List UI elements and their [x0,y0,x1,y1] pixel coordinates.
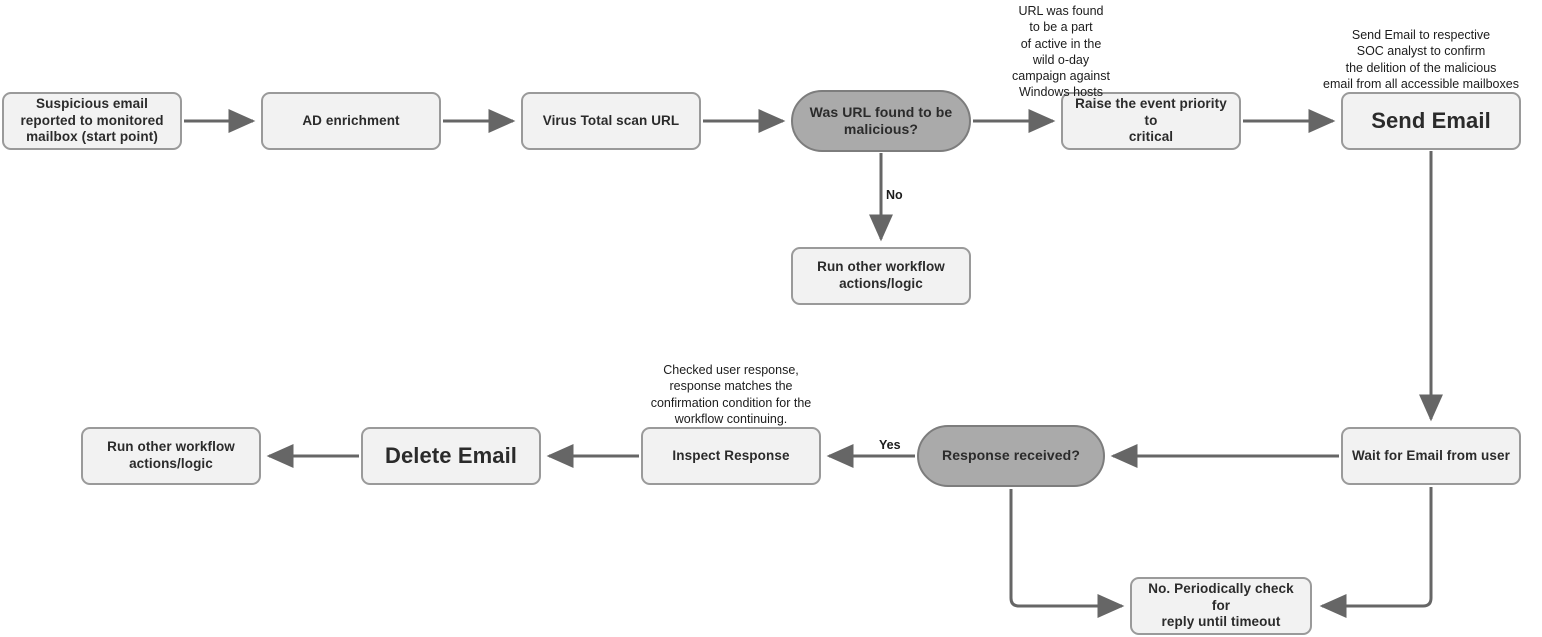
edge-label-yes: Yes [879,438,901,452]
node-decision-url-malicious[interactable]: Was URL found to be malicious? [791,90,971,152]
node-run-other-workflow-top[interactable]: Run other workflow actions/logic [791,247,971,305]
note-checked-user-response: Checked user response, response matches … [650,363,812,426]
node-start[interactable]: Suspicious email reported to monitored m… [2,92,182,150]
node-inspect-response[interactable]: Inspect Response [641,427,821,485]
node-run-other-workflow-bottom[interactable]: Run other workflow actions/logic [81,427,261,485]
node-wait-for-email[interactable]: Wait for Email from user [1341,427,1521,485]
note-soc-confirmation: Send Email to respective SOC analyst to … [1323,28,1519,91]
node-decision-response-received[interactable]: Response received? [917,425,1105,487]
edge-response-no-to-periodic [1009,489,1125,618]
node-delete-email[interactable]: Delete Email [361,427,541,485]
node-ad-enrichment[interactable]: AD enrichment [261,92,441,150]
edge-wait-to-periodic [1319,487,1433,618]
node-send-email[interactable]: Send Email [1341,92,1521,150]
node-raise-priority[interactable]: Raise the event priority to critical [1061,92,1241,150]
edge-label-no: No [886,188,903,202]
node-periodic-check[interactable]: No. Periodically check for reply until t… [1130,577,1312,635]
node-virus-total-scan[interactable]: Virus Total scan URL [521,92,701,150]
note-zeroday-campaign: URL was found to be a part of active in … [1012,4,1110,100]
